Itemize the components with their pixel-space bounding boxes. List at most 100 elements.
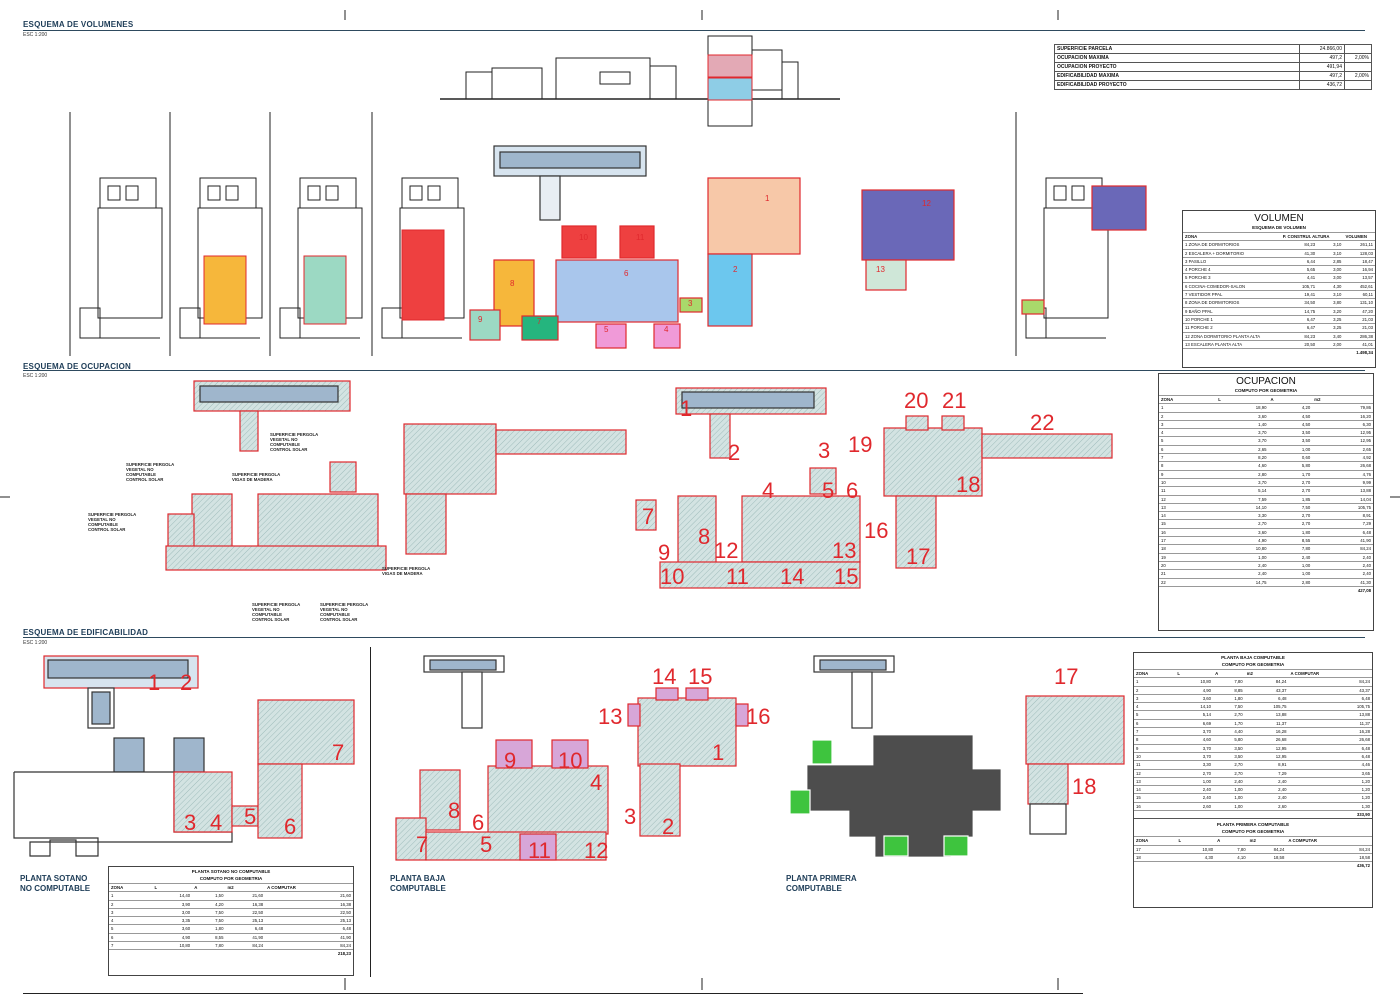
table-cell: 1,00 [1213, 793, 1245, 803]
table-cell: 12,95 [1244, 751, 1289, 761]
table-cell: 18 [1159, 544, 1217, 554]
table-cell: 3,25 [1317, 314, 1344, 324]
col-header: ZONA [109, 882, 153, 892]
zone-number: 4 [590, 770, 602, 795]
zone-number: 19 [848, 432, 872, 457]
table-cell: 22,50 [265, 907, 353, 917]
table-cell: 5 [1134, 710, 1176, 720]
table-cell: 2,65 [1312, 444, 1373, 454]
zone-number: 5 [604, 325, 609, 334]
table-cell: 6,48 [225, 924, 266, 934]
table-cell: 1,00 [1216, 552, 1269, 562]
table-cell: 34,50 [1280, 298, 1318, 308]
table-cell: 5,80 [1268, 461, 1313, 471]
table-cell: 2,00 [1317, 339, 1344, 349]
section-rule [23, 370, 1365, 371]
zone-number: 2 [180, 670, 192, 695]
table-cell: 2,65 [1216, 444, 1269, 454]
table-cell: 4,46 [1288, 760, 1372, 770]
table-cell: 15 [1134, 793, 1176, 803]
table-cell: 2,70 [1213, 768, 1245, 778]
zone-number: 11 [726, 564, 749, 589]
col-header: m2 [1244, 668, 1289, 678]
table-cell: 26,68 [1244, 735, 1289, 745]
table-cell: 84,23 [1280, 331, 1318, 341]
table-cell: 14 [1159, 511, 1217, 520]
note-line: VEGETAL NO [320, 607, 348, 612]
table-cell: 5,14 [1216, 486, 1269, 496]
table-cell: 41,90 [265, 932, 353, 942]
table-cell: 10 [1159, 477, 1217, 487]
table-cell: 17 [1159, 536, 1217, 545]
table-cell: 4 [109, 916, 153, 925]
zone-number: 14 [652, 664, 676, 689]
table-cell: 3,65 [1288, 768, 1372, 778]
table-cell: 3,60 [1216, 411, 1269, 421]
note-line: SUPERFICIE PERGOLA [320, 602, 369, 607]
zone-number: 9 [478, 315, 483, 324]
table-cell: 4,41 [1280, 273, 1318, 283]
table-cell: 12,95 [1312, 436, 1373, 446]
table-cell: 14,75 [1216, 577, 1269, 587]
table-cell: 128,03 [1343, 248, 1375, 258]
table-cell: 2,60 [1244, 801, 1289, 811]
ocupacion-plan-right [635, 387, 1113, 589]
table-cell: 1,40 [1216, 419, 1269, 429]
col-header: ZONA [1134, 836, 1177, 846]
volume-plan [469, 145, 1147, 349]
table-cell: 8,91 [1312, 511, 1373, 520]
note-line: CONTROL SOLAR [252, 617, 290, 622]
zone-number: 12 [584, 838, 608, 863]
zone-number: 13 [832, 538, 856, 563]
zone-number: 16 [864, 518, 888, 543]
table-cell: 79,86 [1312, 403, 1373, 413]
table-cell: 2,40 [1312, 569, 1373, 579]
volumen-table-title: VOLUMEN [1254, 213, 1304, 224]
baja-table-title: PLANTA BAJA COMPUTABLE [1221, 655, 1285, 660]
total-row: 427,08 [1159, 585, 1373, 595]
table-cell [109, 949, 153, 958]
table-cell: 3,50 [1268, 428, 1313, 437]
table-cell: 18 [1134, 852, 1177, 862]
table-cell: 2,40 [1244, 785, 1289, 794]
table-cell: 43,37 [1244, 685, 1289, 695]
col-header: L [1175, 668, 1214, 678]
sotano-table: PLANTA SOTANO NO COMPUTABLE COMPUTO POR … [108, 866, 354, 976]
table-cell: 2,40 [1216, 569, 1269, 579]
zone-number: 15 [688, 664, 712, 689]
zone-number: 10 [660, 564, 684, 589]
note-line: COMPUTABLE [126, 472, 156, 477]
table-cell [1134, 810, 1176, 819]
elevation-drawing [440, 35, 840, 127]
table-cell: 4,50 [1268, 411, 1313, 421]
note-line: SUPERFICIE PERGOLA [126, 462, 175, 467]
total-value: 218,23 [265, 949, 353, 958]
table-cell: 2,70 [1213, 760, 1245, 770]
table-cell: 1,00 [1175, 776, 1214, 786]
zone-number: 20 [904, 388, 928, 413]
table-cell: 3,70 [1175, 751, 1214, 761]
table-cell: 9,99 [1312, 477, 1373, 487]
table-cell: 7,80 [1213, 677, 1245, 687]
table-cell: 1,70 [1268, 469, 1313, 479]
table-cell: 5 PORCHE 3 [1183, 273, 1281, 283]
table-cell: 2 [1134, 685, 1176, 695]
table-cell: 17 [1134, 844, 1177, 854]
table-cell: 3,50 [1268, 436, 1313, 446]
note-line: VIGAS DE MADERA [232, 477, 273, 482]
table-cell [1213, 810, 1245, 819]
table-cell: 6,48 [1288, 743, 1372, 753]
table-cell: 1 ZONA DE DORMITORIOS [1183, 240, 1281, 250]
table-cell: 10,80 [1216, 544, 1269, 554]
plan-label-line: COMPUTABLE [390, 884, 446, 893]
zone-number: 13 [598, 704, 622, 729]
zone-number: 7 [332, 740, 344, 765]
table-cell: 10,80 [1175, 677, 1214, 687]
col-header: ZONA [1159, 394, 1217, 404]
